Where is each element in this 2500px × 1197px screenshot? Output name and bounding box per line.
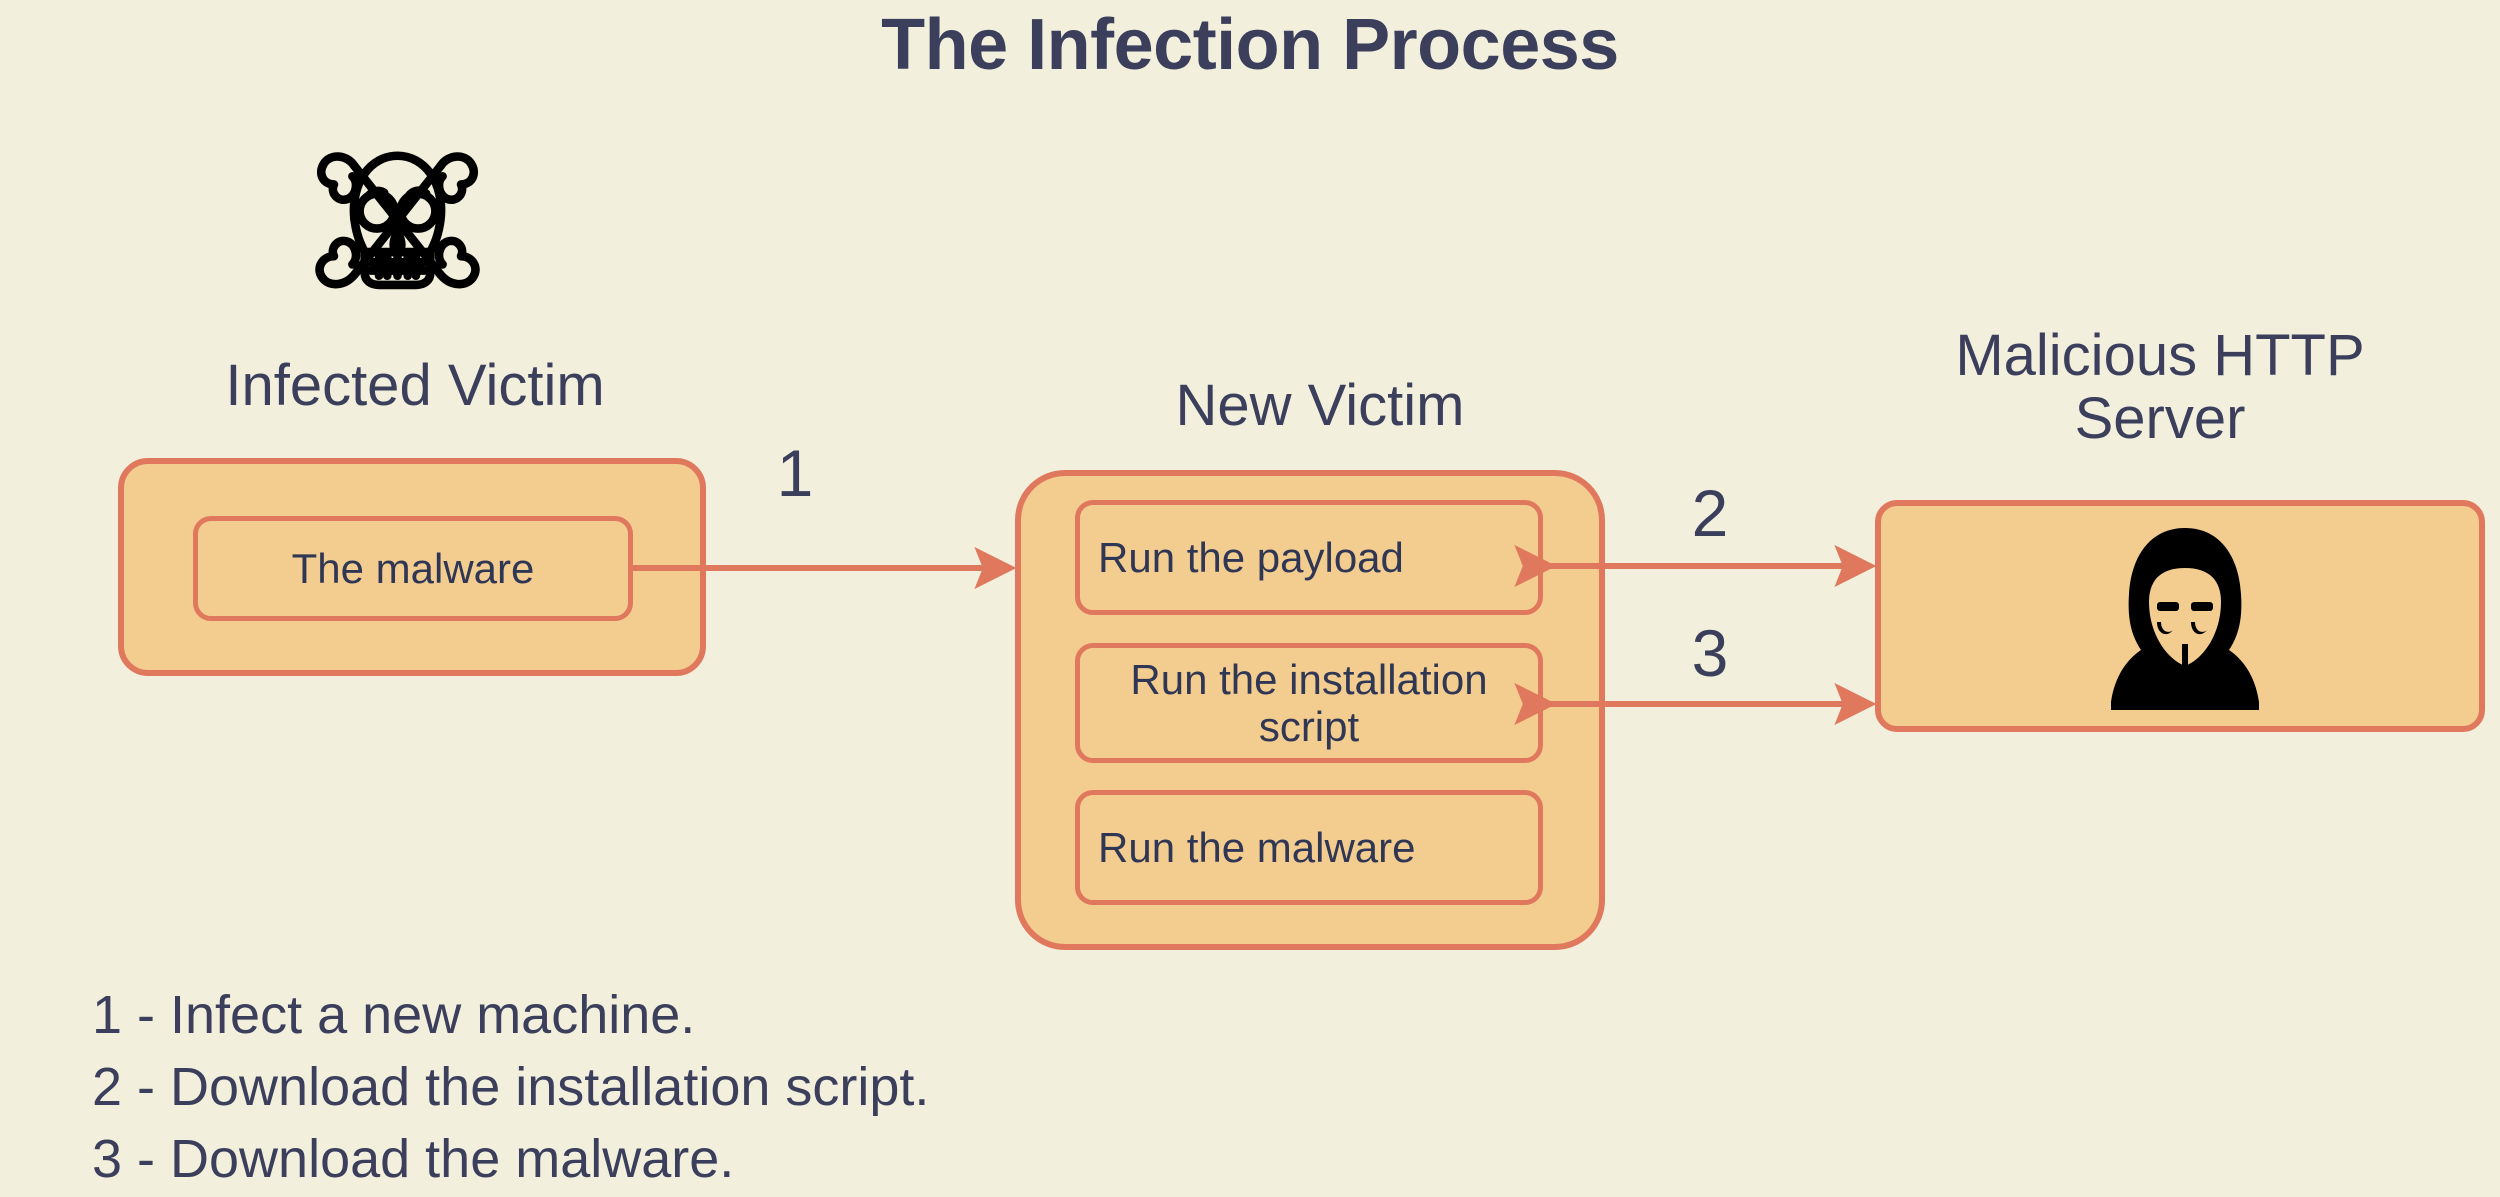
legend-item-2: 2 - Download the installation script. — [92, 1056, 930, 1117]
arrow-number-1: 1 — [776, 436, 814, 510]
arrow-number-2: 2 — [1691, 476, 1729, 550]
item-run-the-installation-script[interactable]: Run the installation script — [1075, 643, 1543, 763]
item-the-malware[interactable]: The malware — [193, 516, 633, 621]
legend-item-1: 1 - Infect a new machine. — [92, 985, 696, 1045]
node-label-http-server: Malicious HTTP Server — [1955, 323, 2365, 451]
item-run-the-malware[interactable]: Run the malware — [1075, 790, 1543, 905]
item-run-the-payload[interactable]: Run the payload — [1075, 500, 1543, 615]
legend: 1 - Infect a new machine. 2 - Download t… — [92, 980, 929, 1195]
arrow-number-3: 3 — [1691, 616, 1729, 690]
legend-item-3: 3 - Download the malware. — [92, 1128, 735, 1189]
hacker-mask-icon — [2111, 528, 2259, 710]
node-label-infected-victim: Infected Victim — [225, 353, 605, 418]
node-label-new-victim: New Victim — [1175, 373, 1465, 438]
page-title: The Infection Process — [881, 5, 1619, 85]
skull-and-crossbones-icon — [315, 151, 480, 290]
